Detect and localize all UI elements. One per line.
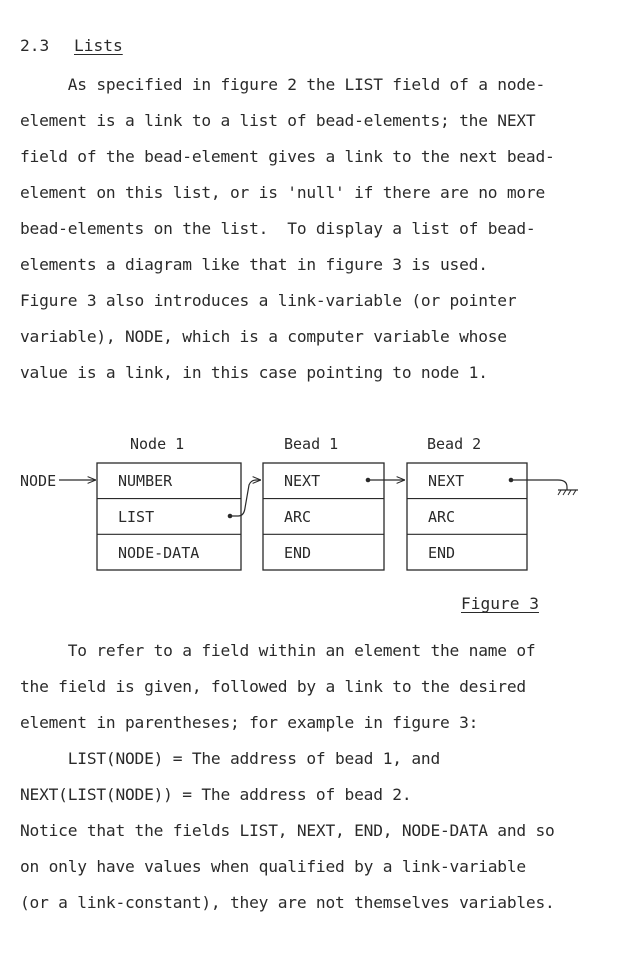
bead-1-field-end: END: [284, 544, 311, 562]
figure-3-diagram: Node 1 Bead 1 Bead 2 NODE NUMBER LIST NO…: [20, 435, 578, 571]
node-1-title: Node 1: [130, 435, 184, 453]
text-line: To refer to a field within an element th…: [20, 641, 536, 660]
text-line: field of the bead-element gives a link t…: [20, 147, 555, 166]
text-line: Notice that the fields LIST, NEXT, END, …: [20, 821, 555, 840]
null-ground-icon: [508, 477, 578, 496]
bead-1-title: Bead 1: [284, 435, 338, 453]
next-link-arrow: [365, 478, 405, 483]
text-line: the field is given, followed by a link t…: [20, 677, 526, 696]
bead-2-box: NEXT ARC END: [406, 462, 528, 571]
text-line: (or a link-constant), they are not thems…: [20, 893, 555, 912]
node-field-node-data: NODE-DATA: [118, 544, 199, 562]
node-1-box: NUMBER LIST NODE-DATA: [96, 462, 242, 571]
figure-caption: Figure 3: [461, 594, 539, 613]
node-pointer-label: NODE: [20, 472, 56, 490]
section-title: Lists: [74, 36, 123, 55]
text-line: As specified in figure 2 the LIST field …: [20, 75, 546, 94]
bead-2-field-next: NEXT: [428, 472, 464, 490]
text-line: bead-elements on the list. To display a …: [20, 219, 536, 238]
bead-1-box: NEXT ARC END: [262, 462, 385, 571]
section-number: 2.3: [20, 36, 50, 55]
text-line: variable), NODE, which is a computer var…: [20, 327, 507, 346]
text-line: element in parentheses; for example in f…: [20, 713, 479, 732]
list-link-arrow: [227, 480, 261, 519]
bead-2-title: Bead 2: [427, 435, 481, 453]
node-field-number: NUMBER: [118, 472, 173, 490]
text-line: on only have values when qualified by a …: [20, 857, 526, 876]
text-line: element is a link to a list of bead-elem…: [20, 111, 536, 130]
bead-2-field-arc: ARC: [428, 508, 455, 526]
text-line: NEXT(LIST(NODE)) = The address of bead 2…: [20, 785, 412, 804]
text-line: Figure 3 also introduces a link-variable…: [20, 291, 517, 310]
text-line: value is a link, in this case pointing t…: [20, 363, 488, 382]
text-line: LIST(NODE) = The address of bead 1, and: [20, 749, 441, 768]
text-line: elements a diagram like that in figure 3…: [20, 255, 488, 274]
node-field-list: LIST: [118, 508, 154, 526]
text-line: element on this list, or is 'null' if th…: [20, 183, 546, 202]
bead-1-field-next: NEXT: [284, 472, 320, 490]
bead-1-field-arc: ARC: [284, 508, 311, 526]
bead-2-field-end: END: [428, 544, 455, 562]
